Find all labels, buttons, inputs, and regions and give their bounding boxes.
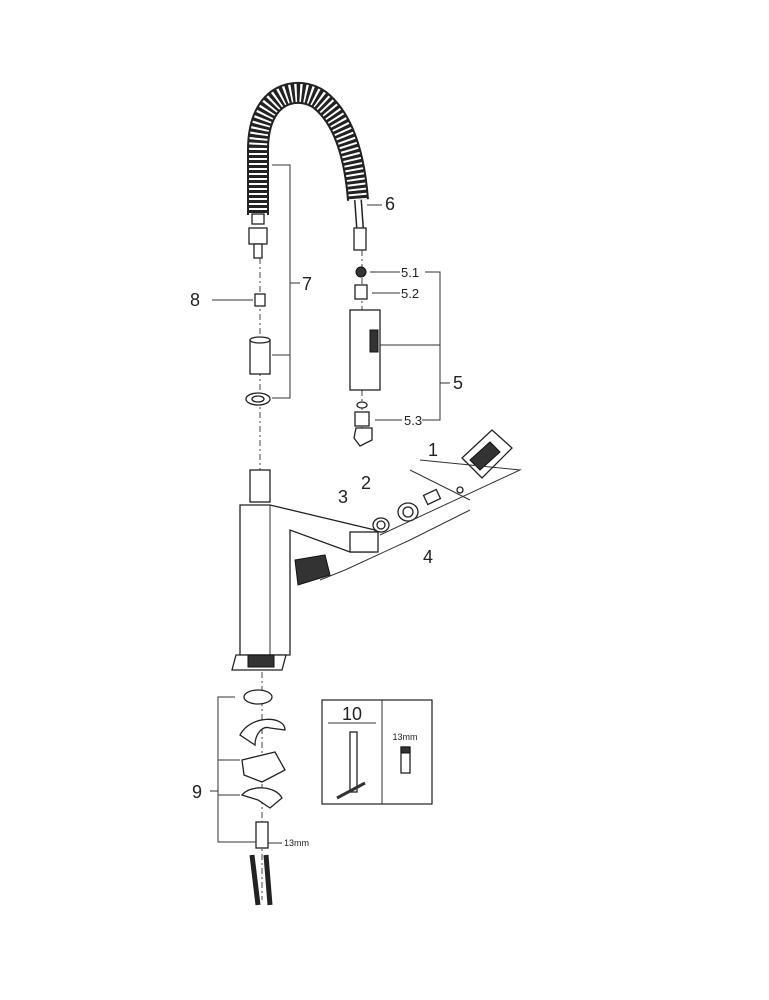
leader-lines	[210, 164, 450, 844]
callout-8: 8	[190, 290, 200, 310]
callout-7: 7	[302, 274, 312, 294]
callout-3: 3	[338, 487, 348, 507]
callout-5-2: 5.2	[401, 286, 419, 301]
faucet-body	[231, 469, 379, 671]
mounting-parts	[239, 689, 286, 906]
callout-5-1: 5.1	[401, 265, 419, 280]
tool-box: 10 13mm	[321, 699, 433, 805]
wrench-size-label: 13mm	[284, 838, 309, 848]
hose-connector-parts	[245, 293, 271, 406]
callout-1: 1	[428, 440, 438, 460]
part-8-nut	[254, 293, 266, 307]
callout-4: 4	[423, 547, 433, 567]
socket-size-label: 13mm	[392, 732, 417, 742]
tool-number: 10	[342, 704, 362, 724]
spray-head-parts	[349, 266, 381, 447]
callout-6: 6	[385, 194, 395, 214]
handle-parts	[319, 429, 522, 581]
callout-9: 9	[192, 782, 202, 802]
callout-5-3: 5.3	[404, 413, 422, 428]
callout-2: 2	[361, 473, 371, 493]
hose-weight	[249, 339, 271, 375]
socket-wrench-tool	[349, 731, 358, 793]
callout-5: 5	[453, 373, 463, 393]
spring-hose	[247, 81, 369, 259]
